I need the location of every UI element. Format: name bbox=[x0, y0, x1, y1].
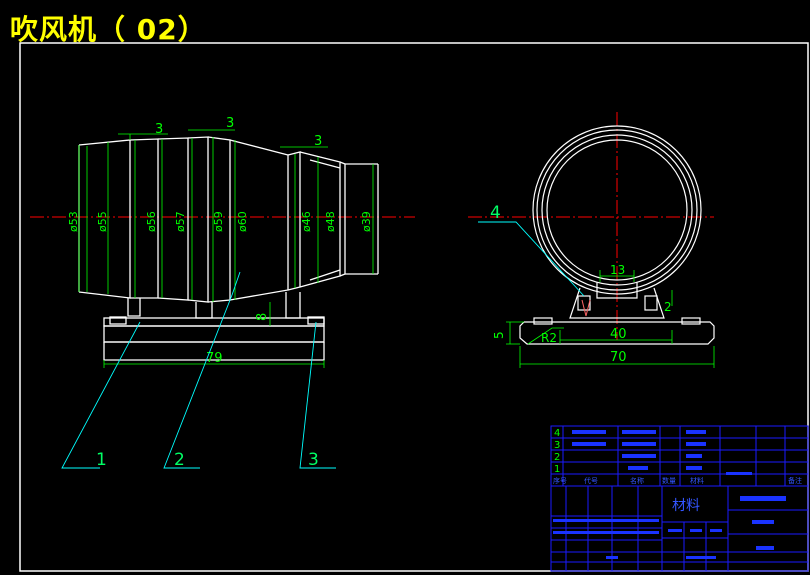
material-label: 材料 bbox=[672, 498, 700, 514]
row-number-4: 4 bbox=[554, 428, 560, 439]
dim-d39: ø39 bbox=[360, 211, 373, 232]
header-seq: 序号 bbox=[553, 476, 567, 485]
dim-d60: ø60 bbox=[236, 211, 249, 232]
dim-d46: ø46 bbox=[300, 211, 313, 232]
drawing-title: 吹风机（ 02） bbox=[10, 13, 207, 46]
side-leader bbox=[478, 221, 585, 297]
front-dimension-labels: ø53 ø55 ø56 ø57 ø59 ø60 ø46 ø48 ø39 3 3 … bbox=[67, 116, 373, 366]
dim-d53: ø53 bbox=[67, 211, 80, 232]
front-view: ø53 ø55 ø56 ø57 ø59 ø60 ø46 ø48 ø39 3 3 … bbox=[30, 116, 415, 470]
header-code: 代号 bbox=[584, 476, 598, 485]
dim-40: 40 bbox=[610, 327, 627, 342]
part-label-1: 1 bbox=[96, 450, 107, 470]
table-cell-marks bbox=[553, 430, 786, 559]
front-base bbox=[103, 292, 325, 361]
part-label-4: 4 bbox=[490, 203, 501, 223]
dim-d55: ø55 bbox=[96, 211, 109, 232]
title-block: 4 3 2 1 序号 代号 名称 数量 材料 备注 材料 bbox=[550, 425, 809, 572]
header-remark: 备注 bbox=[788, 476, 802, 485]
dim-13: 13 bbox=[610, 263, 625, 277]
dim-d48: ø48 bbox=[324, 211, 337, 232]
part-label-3: 3 bbox=[308, 450, 319, 470]
dim-top-3c: 3 bbox=[314, 134, 322, 149]
dim-2: 2 bbox=[664, 300, 672, 314]
row-number-3: 3 bbox=[554, 440, 560, 451]
side-dimensions bbox=[506, 270, 715, 368]
row-number-2: 2 bbox=[554, 452, 560, 463]
blower-ring bbox=[532, 125, 702, 295]
dim-height-8: 8 bbox=[255, 313, 270, 321]
dim-d57: ø57 bbox=[174, 211, 187, 232]
row-number-1: 1 bbox=[554, 464, 560, 475]
dim-top-3b: 3 bbox=[226, 116, 234, 131]
dim-length-79: 79 bbox=[206, 351, 223, 366]
part-label-2: 2 bbox=[174, 450, 185, 470]
header-name: 名称 bbox=[630, 476, 644, 485]
dim-70: 70 bbox=[610, 350, 627, 365]
side-dimension-labels: 13 2 5 R2 40 70 bbox=[492, 263, 672, 365]
dim-d59: ø59 bbox=[212, 211, 225, 232]
drawing-border bbox=[19, 42, 809, 572]
side-view: 13 2 5 R2 40 70 4 bbox=[468, 112, 715, 368]
front-dimensions bbox=[78, 129, 374, 368]
dim-d56: ø56 bbox=[145, 211, 158, 232]
header-material: 材料 bbox=[690, 476, 704, 485]
header-qty: 数量 bbox=[662, 476, 676, 485]
dim-5: 5 bbox=[492, 331, 506, 339]
front-leaders bbox=[61, 271, 336, 469]
dim-r2: R2 bbox=[541, 331, 557, 345]
dim-top-3a: 3 bbox=[155, 122, 163, 137]
